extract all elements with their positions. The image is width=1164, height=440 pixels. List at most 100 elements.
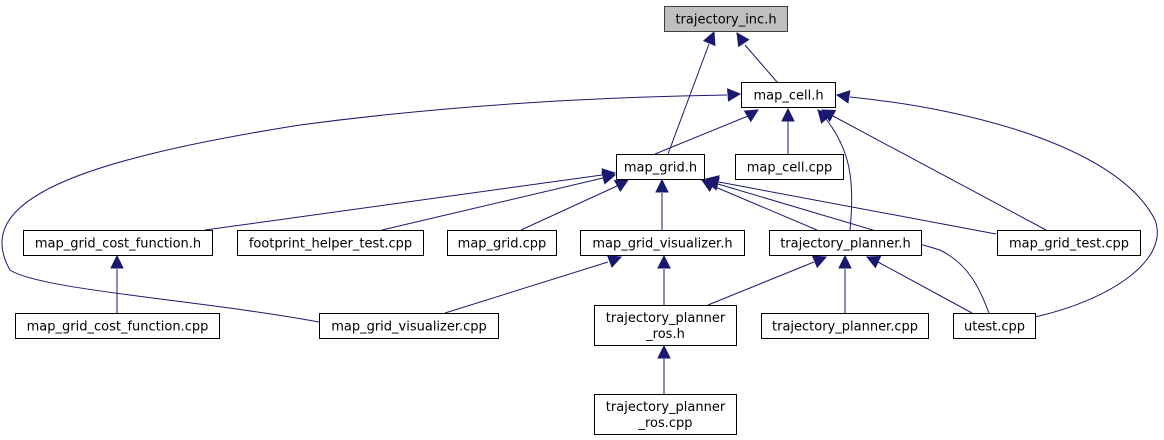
node-label: map_grid_test.cpp bbox=[1009, 237, 1129, 252]
node-label: map_grid_visualizer.h bbox=[592, 237, 732, 252]
node-trajectory-inc-h: trajectory_inc.h bbox=[664, 6, 788, 32]
edge-map-cell-h-to-trajectory-inc-h bbox=[736, 32, 778, 83]
edge-line bbox=[744, 44, 778, 83]
edge-map-grid-cost-function-cpp-to-map-grid-cost-function-h bbox=[110, 254, 124, 313]
node-box bbox=[447, 230, 557, 256]
node-map-grid-visualizer-cpp[interactable]: map_grid_visualizer.cpp bbox=[319, 313, 499, 339]
node-box bbox=[594, 394, 737, 435]
edge-line bbox=[381, 177, 604, 231]
arrowhead-icon bbox=[606, 255, 623, 268]
node-footprint-helper-test-cpp[interactable]: footprint_helper_test.cpp bbox=[237, 230, 424, 256]
node-label: map_grid_cost_function.h bbox=[35, 237, 201, 252]
node-utest-cpp[interactable]: utest.cpp bbox=[953, 313, 1036, 339]
node-box bbox=[953, 313, 1036, 339]
node-box bbox=[616, 154, 705, 180]
edge-footprint-helper-test-cpp-to-map-grid-h bbox=[381, 171, 617, 231]
node-box bbox=[761, 313, 929, 339]
node-label: trajectory_planner.cpp bbox=[772, 320, 918, 335]
node-label: map_grid_cost_function.cpp bbox=[27, 320, 209, 335]
edge-map-grid-test-cpp-to-map-cell-h bbox=[821, 109, 1047, 231]
node-map-grid-cost-function-cpp[interactable]: map_grid_cost_function.cpp bbox=[15, 313, 220, 339]
node-label: map_grid.h bbox=[624, 161, 697, 176]
arrowhead-icon bbox=[835, 90, 851, 104]
edge-utest-cpp-to-trajectory-planner-h bbox=[865, 255, 973, 314]
node-trajectory-planner-h[interactable]: trajectory_planner.h bbox=[769, 230, 922, 256]
arrowhead-icon bbox=[743, 109, 759, 123]
node-label: trajectory_planner.h bbox=[780, 237, 911, 252]
edge-trajectory-planner-h-to-map-grid-h bbox=[701, 179, 818, 231]
edge-map-grid-visualizer-cpp-to-map-cell-h bbox=[1, 88, 742, 323]
arrowhead-icon bbox=[657, 254, 671, 269]
edge-map-grid-h-to-map-cell-h bbox=[654, 109, 759, 155]
node-label: _ros.cpp bbox=[637, 416, 692, 431]
node-label: trajectory_inc.h bbox=[675, 13, 776, 28]
node-map-grid-test-cpp[interactable]: map_grid_test.cpp bbox=[997, 230, 1141, 256]
arrowhead-icon bbox=[702, 30, 716, 47]
edge-utest-cpp-to-map-grid-h bbox=[704, 177, 990, 314]
edge-trajectory-planner-ros-h-to-trajectory-planner-h bbox=[707, 255, 828, 306]
edge-line bbox=[849, 96, 1158, 318]
node-box bbox=[594, 305, 737, 346]
node-trajectory-planner-ros-h[interactable]: trajectory_planner_ros.h bbox=[594, 305, 737, 346]
arrowhead-icon bbox=[655, 178, 669, 193]
node-label: map_grid.cpp bbox=[458, 237, 547, 252]
node-trajectory-planner-cpp[interactable]: trajectory_planner.cpp bbox=[761, 313, 929, 339]
edge-map-grid-visualizer-h-to-map-grid-h bbox=[655, 178, 669, 230]
edge-map-grid-h-to-trajectory-inc-h bbox=[667, 30, 716, 155]
arrowhead-icon bbox=[727, 88, 742, 102]
edge-line bbox=[667, 43, 710, 155]
edge-utest-cpp-to-map-cell-h bbox=[835, 90, 1158, 318]
node-box bbox=[735, 154, 844, 180]
edge-trajectory-planner-ros-cpp-to-trajectory-planner-ros-h bbox=[657, 344, 671, 394]
node-box bbox=[23, 230, 213, 256]
edge-line bbox=[718, 181, 997, 235]
node-box bbox=[237, 230, 424, 256]
node-label: map_cell.h bbox=[753, 89, 823, 104]
arrowhead-icon bbox=[657, 344, 671, 359]
edge-map-grid-visualizer-cpp-to-map-grid-visualizer-h bbox=[444, 255, 623, 314]
arrowhead-icon bbox=[865, 255, 882, 269]
node-label: map_grid_visualizer.cpp bbox=[331, 320, 487, 335]
edge-line bbox=[444, 261, 609, 314]
node-map-cell-h[interactable]: map_cell.h bbox=[741, 82, 836, 108]
edge-trajectory-planner-ros-h-to-map-grid-visualizer-h bbox=[657, 254, 671, 305]
edge-line bbox=[825, 118, 853, 231]
edge-line bbox=[520, 185, 618, 231]
node-trajectory-planner-ros-cpp[interactable]: trajectory_planner_ros.cpp bbox=[594, 394, 737, 435]
edge-line bbox=[1, 94, 728, 323]
node-label: map_cell.cpp bbox=[747, 161, 833, 176]
node-label: _ros.h bbox=[645, 327, 685, 342]
node-box bbox=[15, 313, 220, 339]
edge-map-grid-cost-function-h-to-map-grid-h bbox=[204, 168, 617, 231]
arrowhead-icon bbox=[821, 109, 837, 122]
node-box bbox=[664, 6, 788, 32]
node-map-grid-visualizer-h[interactable]: map_grid_visualizer.h bbox=[580, 230, 745, 256]
node-map-grid-cpp[interactable]: map_grid.cpp bbox=[447, 230, 557, 256]
node-box bbox=[319, 313, 499, 339]
edge-line bbox=[707, 261, 815, 306]
node-label: trajectory_planner bbox=[606, 311, 726, 326]
arrowhead-icon bbox=[838, 254, 852, 269]
arrowhead-icon bbox=[781, 107, 795, 122]
node-box bbox=[580, 230, 745, 256]
edge-trajectory-planner-cpp-to-trajectory-planner-h bbox=[838, 254, 852, 313]
node-box bbox=[769, 230, 922, 256]
edge-line bbox=[832, 115, 1047, 231]
node-box bbox=[997, 230, 1141, 256]
arrowhead-icon bbox=[704, 177, 720, 191]
edge-line bbox=[717, 183, 990, 314]
edge-line bbox=[712, 185, 818, 231]
arrowhead-icon bbox=[110, 254, 124, 269]
arrowhead-icon bbox=[811, 255, 828, 269]
node-label: footprint_helper_test.cpp bbox=[249, 237, 412, 252]
node-map-cell-cpp[interactable]: map_cell.cpp bbox=[735, 154, 844, 180]
node-label: utest.cpp bbox=[964, 320, 1025, 335]
node-box bbox=[741, 82, 836, 108]
edge-line bbox=[204, 174, 603, 231]
node-label: trajectory_planner bbox=[606, 400, 726, 415]
node-map-grid-cost-function-h[interactable]: map_grid_cost_function.h bbox=[23, 230, 213, 256]
arrowhead-icon bbox=[601, 171, 617, 185]
edge-line bbox=[654, 115, 749, 155]
node-map-grid-h[interactable]: map_grid.h bbox=[616, 154, 705, 180]
